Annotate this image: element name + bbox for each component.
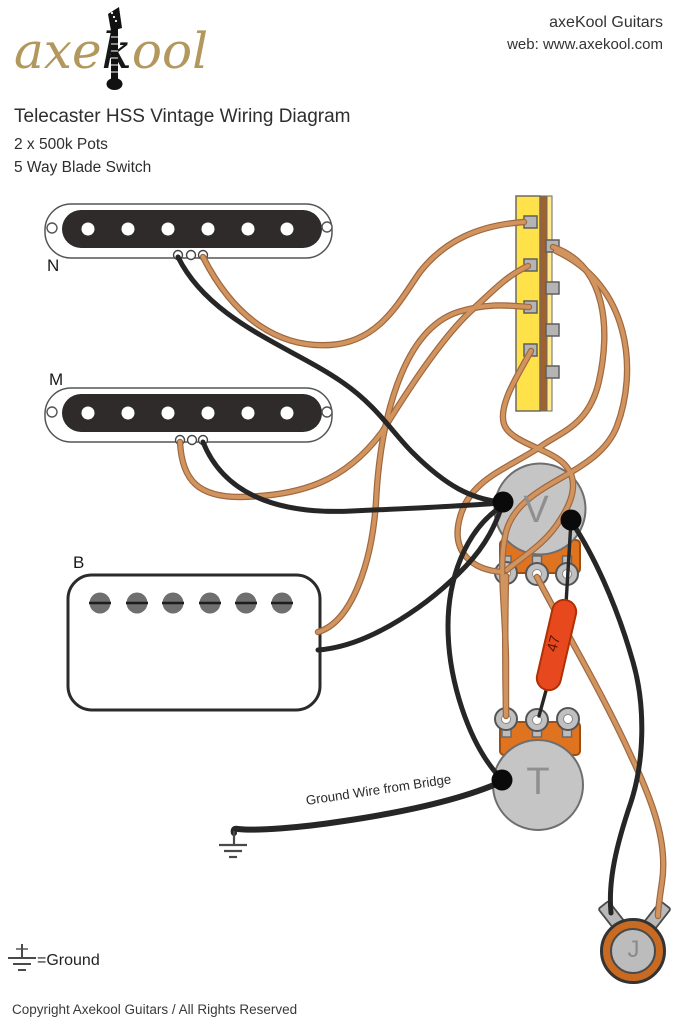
header-contact: axeKool Guitars web: www.axekool.com — [507, 12, 663, 56]
ground-symbol — [219, 831, 247, 859]
output-jack — [598, 900, 671, 984]
solder-joints — [491, 491, 582, 791]
wire-middle-to-volume — [200, 439, 504, 514]
terminal — [185, 249, 197, 261]
guitar-icon — [106, 7, 123, 90]
humbucker-screws — [89, 592, 293, 614]
logo-text-right: ool — [131, 22, 209, 80]
wire-bridge-to-volume — [315, 503, 505, 653]
pickup-bridge-label: B — [73, 553, 85, 572]
wire-volume-to-tone — [445, 503, 505, 782]
cap-lead-bottom — [537, 685, 549, 718]
pickup-bridge-humbucker — [66, 573, 322, 712]
ground-wire-from-bridge — [230, 779, 504, 836]
wire-neck-to-volume — [175, 254, 504, 505]
company-name: axeKool Guitars — [549, 14, 663, 31]
pickup-neck — [44, 203, 333, 261]
mounting-hole — [46, 406, 58, 418]
legend-ground-symbol — [8, 944, 36, 971]
cap-lead-top — [564, 519, 573, 606]
black-wires — [175, 254, 645, 916]
volume-pot-label: V — [523, 489, 549, 531]
mounting-hole — [46, 222, 58, 234]
pickup-neck-label: N — [47, 256, 60, 275]
capacitor — [535, 598, 578, 692]
jack-label: J — [627, 936, 640, 963]
terminal — [186, 434, 198, 446]
mounting-hole — [321, 221, 333, 233]
page-title: Telecaster HSS Vintage Wiring Diagram — [14, 106, 351, 127]
mounting-hole — [321, 406, 333, 418]
tone-pot-label: T — [526, 761, 550, 803]
legend-ground-text: =Ground — [37, 952, 100, 969]
subtitle-pots: 2 x 500k Pots — [14, 136, 108, 153]
wire-volume-to-jack — [568, 518, 645, 916]
subtitle-switch: 5 Way Blade Switch — [14, 159, 152, 176]
axekool-logo: axekool — [14, 7, 209, 90]
copyright-text: Copyright Axekool Guitars / All Rights R… — [12, 1002, 298, 1017]
website-text: web: www.axekool.com — [507, 36, 663, 53]
orange-wires — [176, 218, 667, 920]
pickup-middle-label: M — [49, 370, 64, 389]
logo-text-left: axe — [14, 22, 102, 80]
pickup-middle — [44, 387, 333, 446]
